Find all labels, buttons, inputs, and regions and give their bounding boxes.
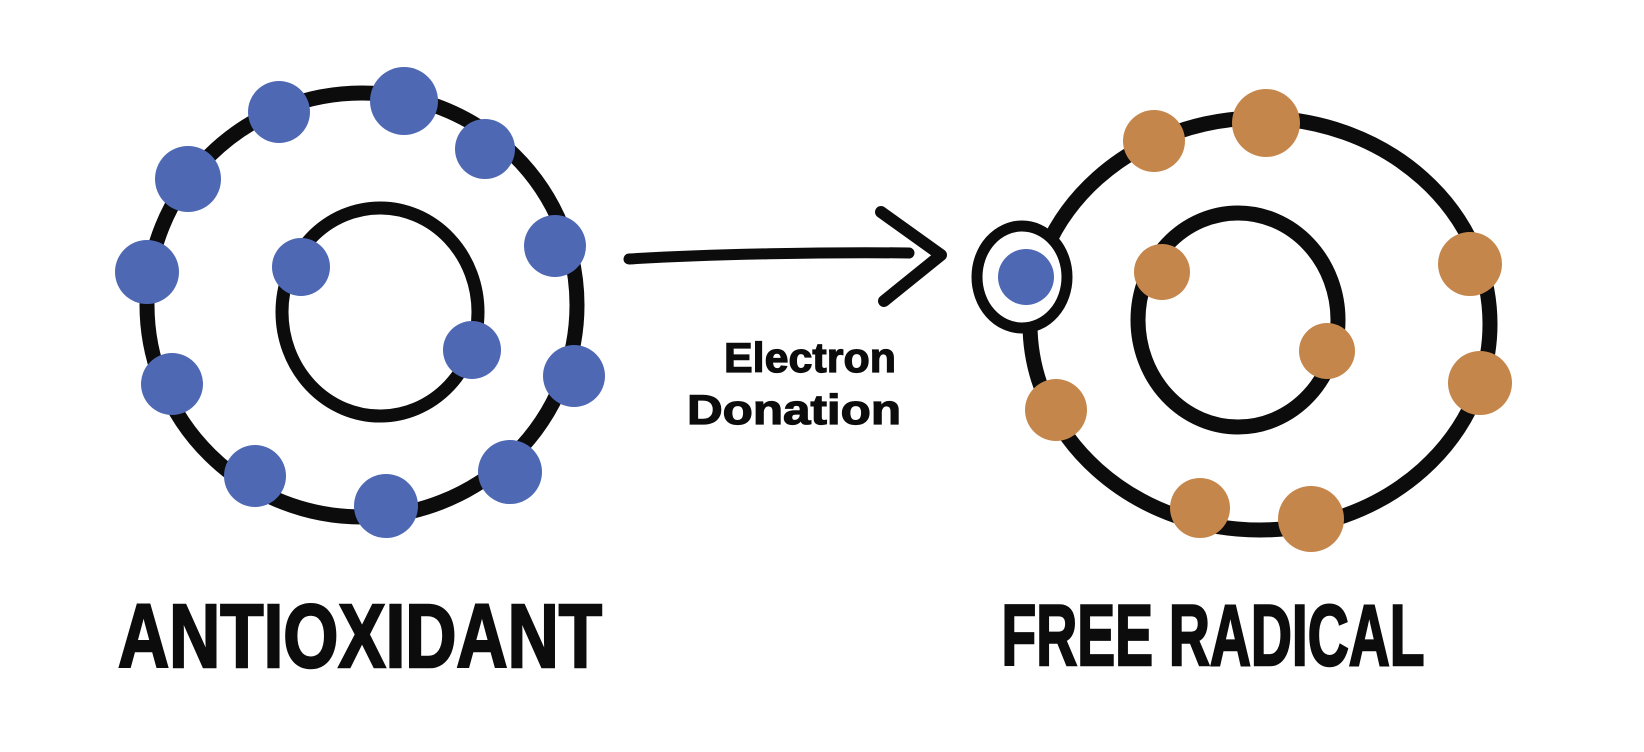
donation-arrow [623, 206, 947, 307]
inner-electron-dot [1299, 323, 1355, 379]
inner-orbit-ring [1130, 205, 1346, 435]
inner-orbit-ring [275, 201, 485, 423]
outer-electron-dot [1170, 478, 1230, 538]
arrow-shaft [623, 247, 915, 265]
outer-electron-dot [248, 81, 310, 143]
outer-electron-dot [1438, 232, 1502, 296]
arrow-head-icon [875, 206, 947, 307]
outer-orbit-ring [1022, 110, 1498, 538]
outer-electron-dot [543, 345, 605, 407]
inner-electron-dot [1134, 244, 1190, 300]
inner-electron-dot [272, 238, 330, 296]
outer-electron-dot [524, 215, 586, 277]
electron-donation-label-line2: Donation [687, 386, 901, 433]
electron-donation-label-line1: Electron [724, 334, 896, 381]
outer-electron-dot [1123, 110, 1185, 172]
outer-electron-dot [155, 146, 221, 212]
free-radical-label: FREE RADICAL [1002, 588, 1425, 684]
outer-electron-dot [354, 474, 418, 538]
antioxidant-atom [115, 67, 605, 538]
outer-electron-dot [1232, 89, 1300, 157]
outer-electron-dot [1448, 351, 1512, 415]
free-radical-atom [971, 89, 1512, 552]
outer-electron-dot [141, 353, 203, 415]
outer-electron-dot [115, 240, 179, 304]
outer-electron-dot [455, 119, 515, 179]
outer-electron-dot [1025, 379, 1087, 441]
donated-electron-dot [998, 249, 1054, 305]
inner-electron-dot [443, 321, 501, 379]
antioxidant-label: ANTIOXIDANT [118, 587, 602, 687]
outer-electron-dot [1278, 486, 1344, 552]
outer-electron-dot [478, 440, 542, 504]
outer-electron-dot [370, 67, 438, 135]
outer-electron-dot [224, 445, 286, 507]
